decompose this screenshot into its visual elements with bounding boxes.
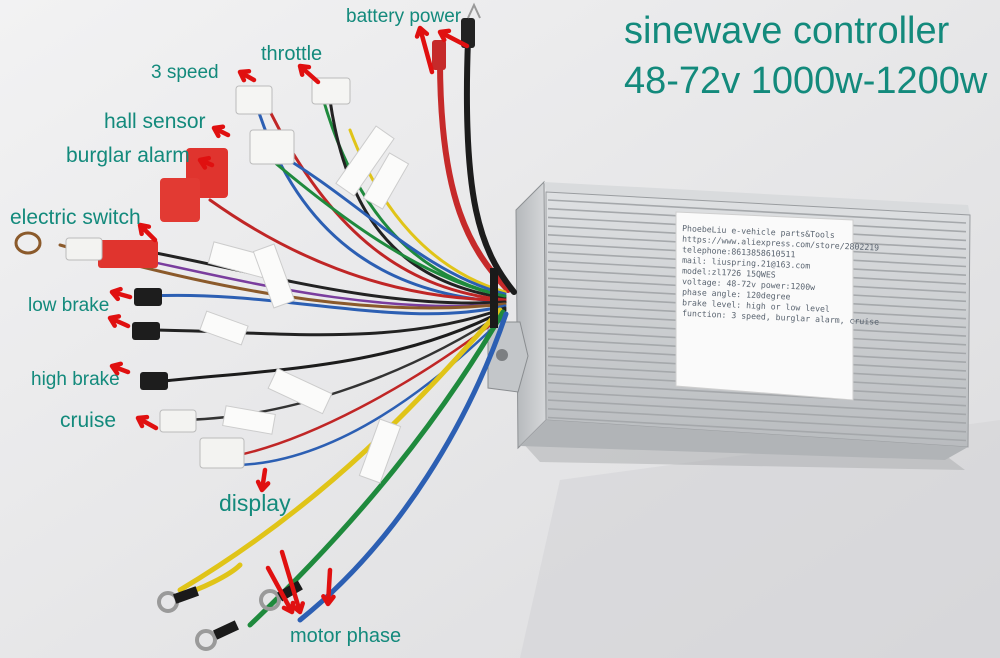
heatsink-fin	[547, 199, 967, 224]
connectors	[14, 2, 498, 651]
red-arrow	[109, 361, 131, 376]
label-3-speed: 3 speed	[151, 62, 219, 83]
label-cruise: cruise	[60, 409, 117, 432]
red-arrow	[321, 567, 336, 607]
red-arrow	[109, 286, 133, 302]
heatsink-fin	[547, 408, 967, 433]
red-arrow	[279, 549, 305, 615]
label-throttle: throttle	[261, 43, 323, 65]
red-arrow	[237, 69, 257, 83]
red-arrow	[297, 63, 321, 85]
sticker-line: phase angle: 120degree	[682, 287, 791, 302]
label-low-brake: low brake	[28, 295, 110, 316]
heatsink-fin	[547, 381, 967, 407]
label-electric-switch: electric switch	[10, 206, 141, 229]
label-hall-sensor: hall sensor	[104, 110, 206, 133]
red-arrow	[255, 467, 271, 493]
heatsink-fin	[547, 390, 967, 416]
label-display: display	[219, 490, 291, 516]
red-arrow	[437, 28, 470, 49]
red-arrow	[211, 124, 231, 139]
spec-sticker	[675, 211, 854, 401]
annotation-arrows	[107, 25, 470, 615]
red-arrow	[137, 222, 158, 243]
controller-housing: PhoebeLiu e-vehicle parts&Toolshttps://w…	[487, 180, 971, 470]
title-line-2: 48-72v 1000w-1200w	[624, 60, 988, 102]
red-arrow	[197, 155, 215, 170]
label-high-brake: high brake	[31, 369, 120, 390]
red-arrow	[135, 414, 159, 431]
red-arrow	[414, 25, 435, 75]
title-line-1: sinewave controller	[624, 10, 950, 52]
label-battery-power: battery power	[346, 6, 462, 27]
label-motor-phase: motor phase	[290, 625, 402, 647]
label-burglar-alarm: burglar alarm	[66, 144, 190, 167]
heatsink-fin	[547, 416, 967, 442]
sticker-line: model:zl1726 15QWES	[682, 265, 776, 279]
red-arrow	[107, 314, 131, 329]
heatsink-fin	[547, 399, 967, 424]
